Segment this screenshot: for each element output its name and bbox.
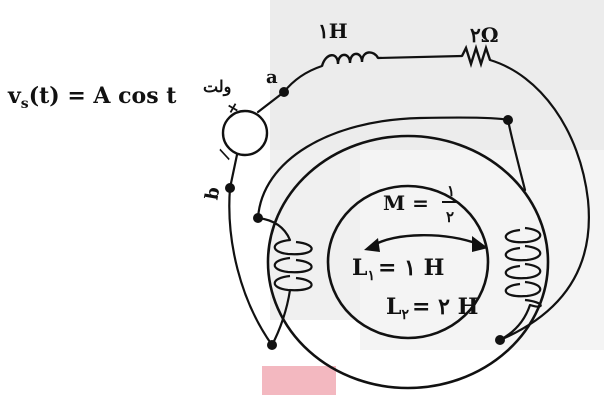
coil1-label: L۱= ۱ H (352, 255, 444, 284)
node-b-label: b (201, 185, 224, 201)
coil2-label: L۲= ۲ H (386, 294, 478, 323)
coil-right-winding (504, 226, 542, 308)
resistor-2ohm (460, 43, 492, 69)
node-bottomleft-dot (267, 340, 277, 350)
wire-a-to-inductor (282, 64, 324, 94)
node-left-dot (253, 213, 263, 223)
wire-inductor-to-resistor (376, 54, 464, 60)
watermark-region-top (270, 0, 604, 150)
wire-b-left-down (228, 186, 274, 347)
node-bottomright-dot (495, 335, 505, 345)
wire-source-to-b (228, 148, 240, 190)
wire-resistor-right (488, 58, 590, 342)
watermark-region-right (360, 150, 604, 350)
node-topright-dot (503, 115, 513, 125)
node-b-dot (225, 183, 235, 193)
mutual-numerator: ۱ (447, 182, 455, 200)
torus-outer (266, 134, 550, 390)
voltage-source (221, 109, 269, 157)
source-label: vs(t) = A cos t (7, 83, 177, 112)
mutual-arrow (371, 234, 479, 248)
wire-right-coil-bottom (498, 303, 532, 342)
torus-inner (326, 184, 490, 340)
node-a-dot (279, 87, 289, 97)
arrowhead-right (472, 236, 488, 252)
unit-label: ولت (203, 77, 231, 97)
coil-left-winding (273, 238, 313, 292)
inductor-label: ۱H (318, 19, 348, 43)
arrowhead-left (364, 238, 380, 252)
mutual-denominator: ۲ (446, 208, 454, 226)
inductor-1h (320, 51, 380, 67)
mutual-label: M = (383, 191, 429, 215)
node-a-label: a (266, 67, 278, 88)
wire-inner-right-drop (506, 118, 527, 192)
resistor-label: ۲Ω (470, 23, 499, 47)
watermark-pink-block (262, 366, 336, 395)
watermark-region-left (270, 150, 360, 320)
wire-inner-top (256, 116, 510, 220)
wire-a-to-source (256, 90, 286, 114)
